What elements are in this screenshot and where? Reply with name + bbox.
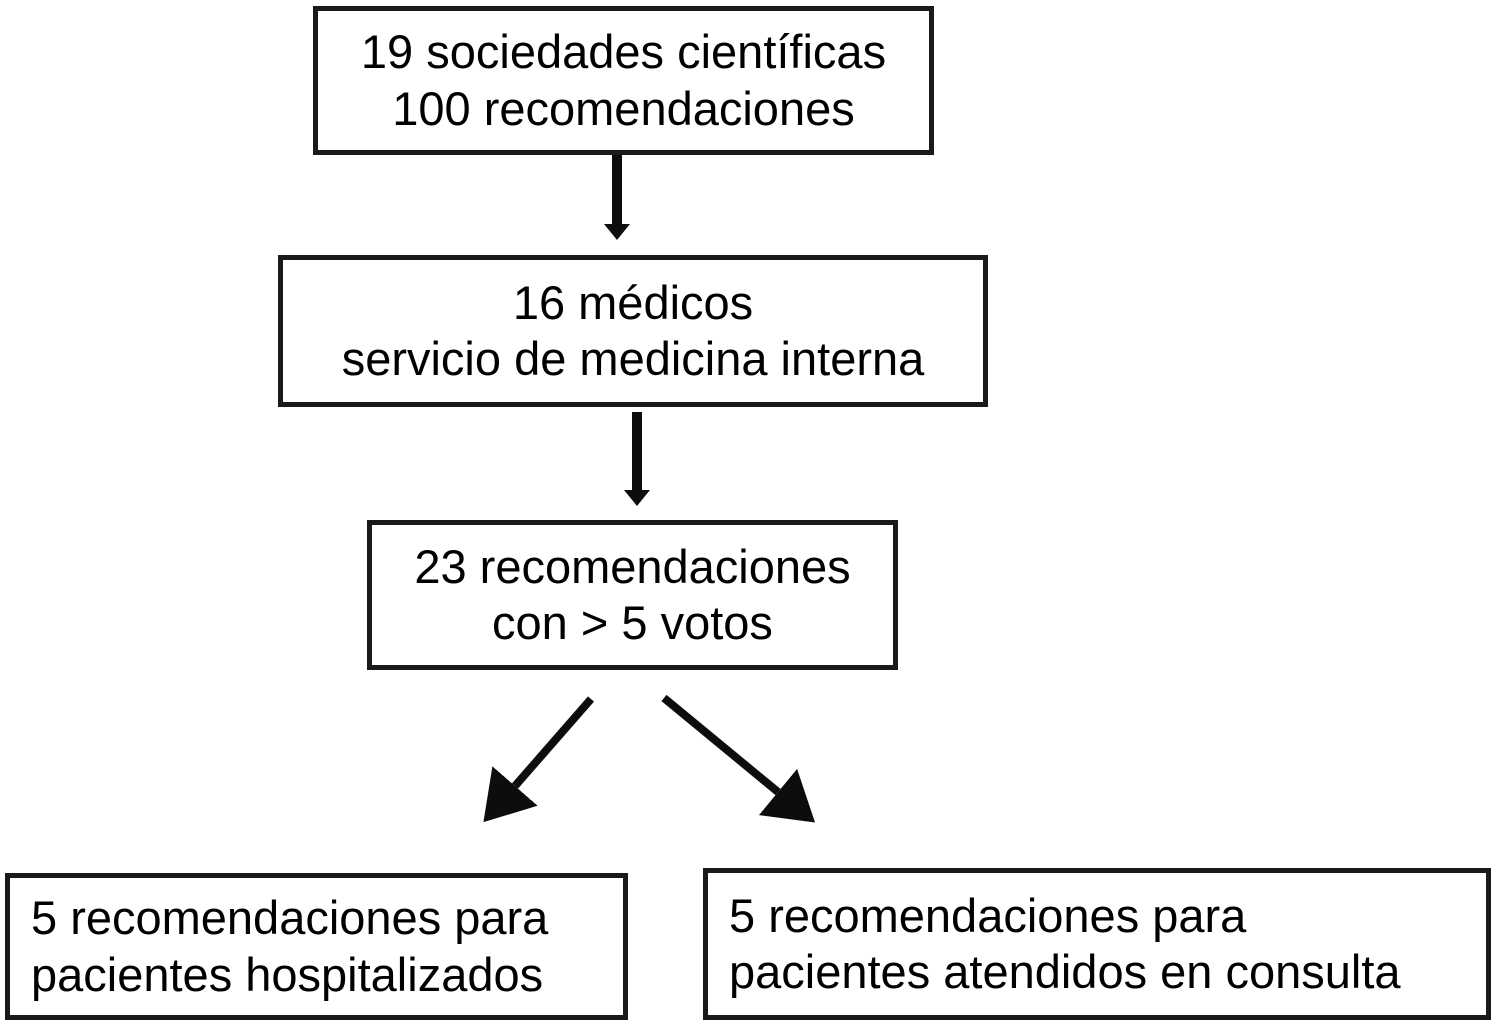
- node-medicos-medicina-interna: 16 médicos servicio de medicina interna: [278, 255, 988, 407]
- node-text-line: servicio de medicina interna: [341, 332, 925, 385]
- node-text-line: 5 recomendaciones para: [729, 888, 1247, 942]
- node-text-line: 16 médicos: [512, 275, 754, 329]
- node-text-line: 5 recomendaciones para: [31, 891, 549, 945]
- node-text-line: pacientes hospitalizados: [31, 947, 544, 1001]
- node-text-line: 100 recomendaciones: [392, 81, 855, 135]
- node-pacientes-hospitalizados: 5 recomendaciones para pacientes hospita…: [5, 873, 628, 1020]
- node-text-line: 23 recomendaciones: [414, 539, 851, 593]
- node-recomendaciones-5-votos: 23 recomendaciones con > 5 votos: [367, 520, 898, 670]
- node-sociedades-cientificas: 19 sociedades científicas 100 recomendac…: [313, 6, 934, 155]
- arrow-voted-to-outpatient: [661, 694, 816, 823]
- node-text-line: 19 sociedades científicas: [360, 25, 887, 79]
- node-text-line: pacientes atendidos en consulta: [729, 945, 1401, 998]
- node-pacientes-consulta: 5 recomendaciones para pacientes atendid…: [703, 868, 1491, 1020]
- node-text-line: con > 5 votos: [492, 596, 773, 649]
- arrow-voted-to-hospitalized: [483, 696, 595, 823]
